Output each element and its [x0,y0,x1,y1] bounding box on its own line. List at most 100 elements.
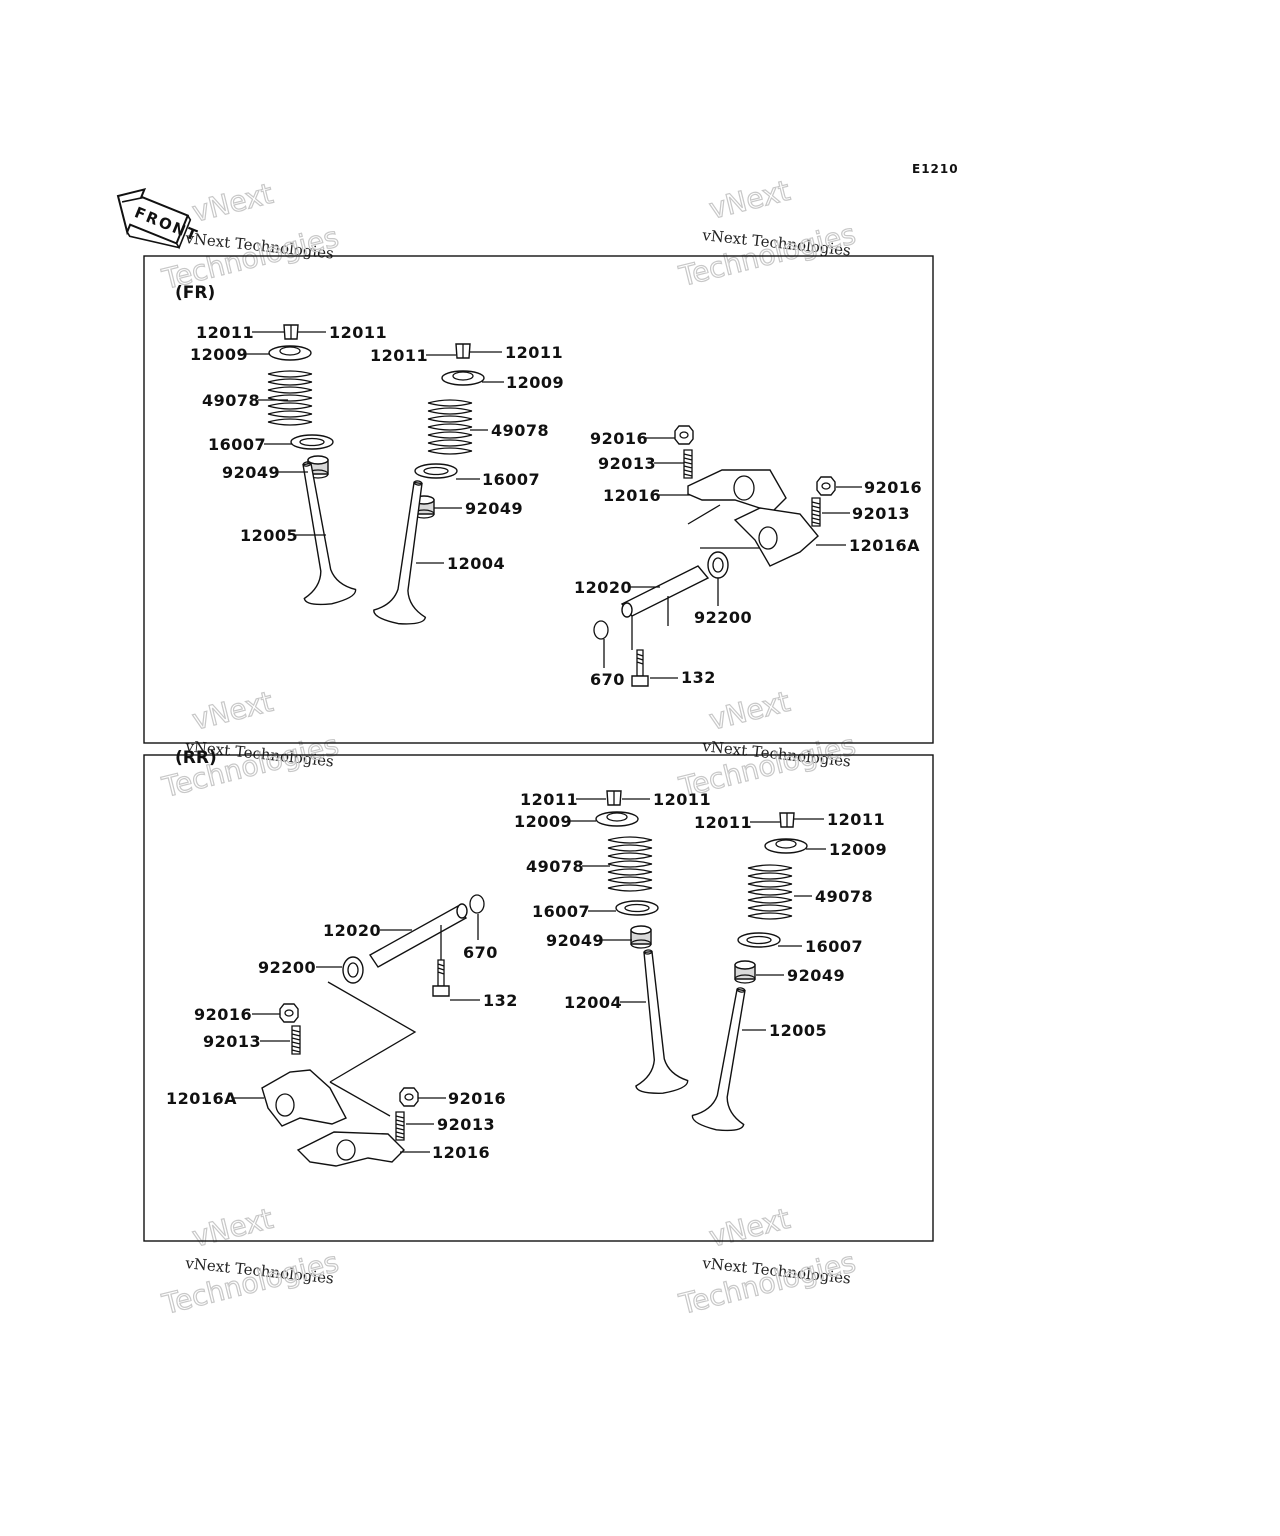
valve-spring-part [607,836,653,892]
callout-label: 49078 [202,391,260,410]
callout-label: 12005 [240,526,298,545]
callout-label: 92013 [598,454,656,473]
callout-label: 12011 [653,790,711,809]
shaft-washer-part [707,551,729,579]
locknut-part [399,1087,419,1107]
watermark-outline: vNext [189,1202,276,1254]
callout-label: 12005 [769,1021,827,1040]
locknut-part [816,476,836,496]
rocker-arm-part [261,1069,347,1127]
callout-label: 12011 [196,323,254,342]
callout-label: 12020 [323,921,381,940]
callout-label: 92200 [694,608,752,627]
bolt-part [432,959,450,997]
watermark-outline: vNext [189,177,276,229]
callout-label: 132 [681,668,716,687]
valve-spring-part [747,864,793,920]
callout-label: 12004 [447,554,505,573]
collet-part [606,790,622,806]
collet-part [455,343,471,359]
callout-labels: 12011 12011 12009 49078 16007 92049 1200… [166,323,922,1162]
callout-label: 12016 [432,1143,490,1162]
callout-label: 12011 [370,346,428,365]
valve-spring-part [427,399,473,455]
section-label-rr: (RR) [175,748,217,768]
collet-part [283,324,299,340]
front-arrow-icon: FRONT [116,187,201,250]
valve-spring-part [267,370,313,426]
callout-label: 16007 [482,470,540,489]
callout-label: 12009 [514,812,572,831]
diagram-code: E1210 [912,162,959,176]
adjust-screw-part [683,449,693,479]
o-ring-part [593,620,609,640]
valve-part [621,946,690,1097]
callout-label: 92016 [864,478,922,497]
stem-seal-part [630,925,652,949]
callout-label: 92013 [852,504,910,523]
callout-label: 92200 [258,958,316,977]
callout-label: 12011 [520,790,578,809]
rocker-arm-part [296,1131,405,1167]
spring-seat-part [737,932,781,948]
callout-label: 670 [463,943,498,962]
adjust-screw-part [291,1025,301,1055]
adjust-screw-part [395,1111,405,1141]
retainer-part [595,811,639,827]
callout-label: 92049 [465,499,523,518]
callout-label: 12009 [190,345,248,364]
valve-part [690,982,768,1136]
callout-label: 16007 [208,435,266,454]
callout-label: 92013 [437,1115,495,1134]
callout-label: 92016 [194,1005,252,1024]
callout-label: 12016A [166,1089,237,1108]
callout-label: 49078 [491,421,549,440]
callout-label: 12011 [329,323,387,342]
callout-label: 12011 [827,810,885,829]
spring-seat-part [290,434,334,450]
callout-label: 12011 [694,813,752,832]
rocker-shaft-part [368,905,468,968]
callout-label: 49078 [526,857,584,876]
spring-seat-part [414,463,458,479]
retainer-part [268,345,312,361]
watermark-outline: vNext [706,174,793,226]
section-box-rr [143,754,934,1242]
callout-label: 92013 [203,1032,261,1051]
callout-label: 12016A [849,536,920,555]
callout-label: 16007 [805,937,863,956]
locknut-part [674,425,694,445]
callout-label: 12011 [505,343,563,362]
adjust-screw-part [811,497,821,527]
rr-parts [261,790,808,1167]
callout-label: 12009 [829,840,887,859]
callout-label: 670 [590,670,625,689]
o-ring-part [469,894,485,914]
callout-label: 12016 [603,486,661,505]
callout-label: 92049 [222,463,280,482]
callout-label: 92049 [787,966,845,985]
spring-seat-part [615,900,659,916]
callout-label: 132 [483,991,518,1010]
callout-label: 12020 [574,578,632,597]
callout-label: 92016 [448,1089,506,1108]
callout-label: 92049 [546,931,604,950]
section-box-fr [143,255,934,744]
rocker-arm-part [687,469,787,513]
shaft-washer-part [342,956,364,984]
watermark-outline: vNext [189,685,276,737]
collet-part [779,812,795,828]
retainer-part [764,838,808,854]
watermark-outline: vNext [706,685,793,737]
bolt-part [631,649,649,687]
watermark-outline: vNext [706,1202,793,1254]
callout-label: 49078 [815,887,873,906]
locknut-part [279,1003,299,1023]
stem-seal-part [734,960,756,984]
fr-parts [267,324,836,687]
section-label-fr: (FR) [175,283,215,303]
callout-label: 12004 [564,993,622,1012]
callout-label: 16007 [532,902,590,921]
callout-label: 92016 [590,429,648,448]
